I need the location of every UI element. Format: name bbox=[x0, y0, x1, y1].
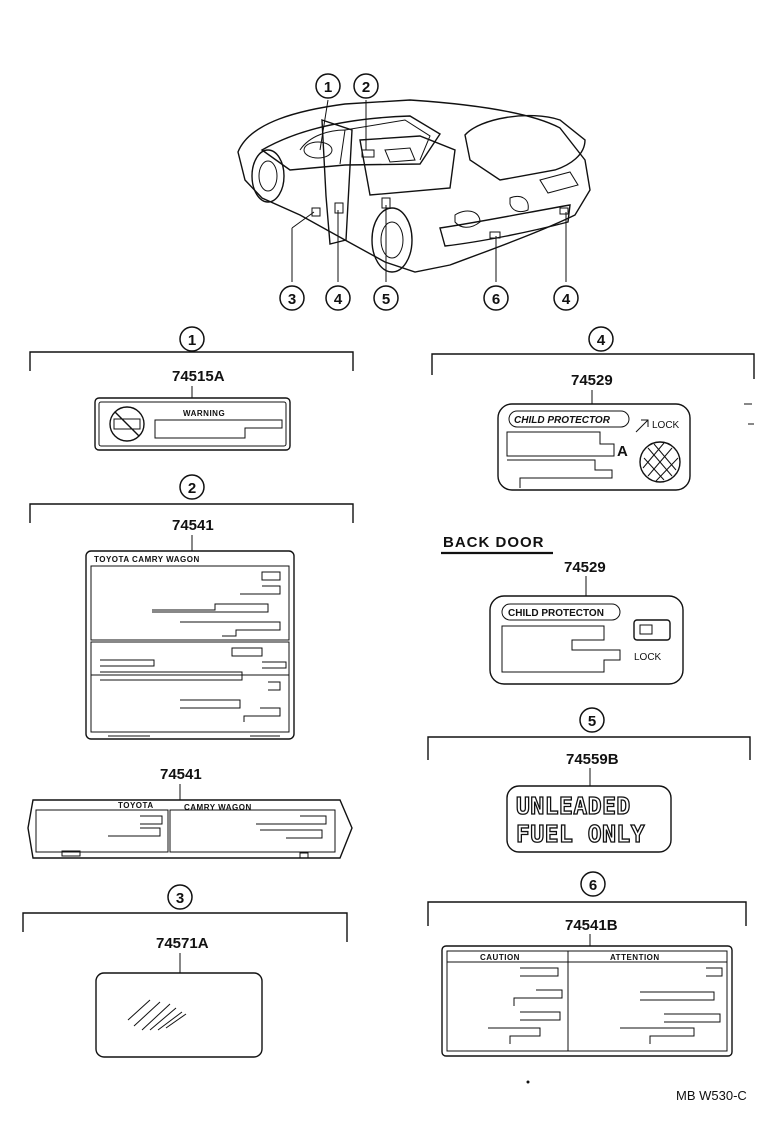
callout-2-label: 2 bbox=[362, 79, 370, 96]
a-mark: A bbox=[617, 443, 628, 460]
part-number-74529-a: 74529 bbox=[571, 372, 613, 389]
toyota-text: TOYOTA bbox=[118, 801, 154, 810]
section-4: 4 74529 CHILD PROTECTOR LOCK A BACK DOOR… bbox=[431, 326, 755, 685]
attention-text: ATTENTION bbox=[610, 953, 660, 962]
callout-circle-1 bbox=[315, 73, 341, 99]
lock-text-b: LOCK bbox=[634, 652, 662, 663]
section-2-callout bbox=[179, 474, 205, 500]
callout-4a-label: 4 bbox=[334, 291, 343, 308]
section-5-callout bbox=[579, 707, 605, 733]
section-6: 6 74541B CAUTION ATTENTION bbox=[427, 871, 747, 1057]
part-number-74515A: 74515A bbox=[172, 368, 225, 385]
callout-6-label: 6 bbox=[492, 291, 500, 308]
section-5: 5 74559B UNLEADED FUEL ONLY bbox=[427, 707, 751, 853]
child-protecton-label: CHILD PROTECTON LOCK bbox=[489, 595, 684, 685]
caution-text: CAUTION bbox=[480, 953, 520, 962]
callout-circle-4b bbox=[553, 285, 579, 311]
section-6-callout-label: 6 bbox=[589, 877, 597, 894]
warning-label: WARNING bbox=[94, 397, 291, 451]
caution-attention-label: CAUTION ATTENTION bbox=[441, 945, 733, 1057]
part-number-74571A: 74571A bbox=[156, 935, 209, 952]
back-door-heading: BACK DOOR bbox=[443, 534, 545, 551]
section-3-callout bbox=[167, 884, 193, 910]
callout-circle-3 bbox=[279, 285, 305, 311]
section-1-callout-label: 1 bbox=[188, 332, 196, 349]
vehicle-info-label-large: TOYOTA CAMRY WAGON bbox=[85, 550, 295, 740]
lock-text-a: LOCK bbox=[652, 420, 680, 431]
section-1: 1 74515A WARNING bbox=[29, 326, 354, 451]
part-number-74541B: 74541B bbox=[565, 917, 618, 934]
callout-circle-5 bbox=[373, 285, 399, 311]
unleaded-fuel-label: UNLEADED FUEL ONLY bbox=[506, 785, 672, 853]
part-number-74529-b: 74529 bbox=[564, 559, 606, 576]
section-5-callout-label: 5 bbox=[588, 713, 596, 730]
callout-circle-2 bbox=[353, 73, 379, 99]
callout-5-label: 5 bbox=[382, 291, 390, 308]
stray-dot bbox=[526, 1080, 530, 1084]
part-number-74559B: 74559B bbox=[566, 751, 619, 768]
section-2: 2 74541 TOYOTA CAMRY WAGON 74541 bbox=[27, 474, 354, 859]
vehicle-info-label-wide: TOYOTA CAMRY WAGON bbox=[27, 799, 353, 859]
section-3: 3 74571A bbox=[22, 884, 348, 1058]
window-film-label bbox=[95, 972, 263, 1058]
section-4-callout bbox=[588, 326, 614, 352]
callout-circle-4a bbox=[325, 285, 351, 311]
camry-wagon-text: CAMRY WAGON bbox=[184, 803, 252, 812]
toyota-camry-wagon-text: TOYOTA CAMRY WAGON bbox=[94, 555, 200, 564]
child-protector-label: CHILD PROTECTOR LOCK A bbox=[497, 403, 691, 491]
warning-text: WARNING bbox=[183, 409, 225, 418]
section-3-callout-label: 3 bbox=[176, 890, 184, 907]
callout-3-label: 3 bbox=[288, 291, 296, 308]
section-6-callout bbox=[580, 871, 606, 897]
callout-4b-label: 4 bbox=[562, 291, 571, 308]
fuel-only-text: FUEL ONLY bbox=[516, 822, 645, 848]
part-number-74541-b: 74541 bbox=[160, 766, 202, 783]
child-protecton-text: CHILD PROTECTON bbox=[508, 608, 604, 619]
unleaded-text: UNLEADED bbox=[516, 794, 631, 820]
callout-circle-6 bbox=[483, 285, 509, 311]
callout-1-label: 1 bbox=[324, 79, 332, 96]
section-4-callout-label: 4 bbox=[597, 332, 606, 349]
section-2-callout-label: 2 bbox=[188, 480, 196, 497]
car-illustration: 1 2 3 4 5 6 4 bbox=[237, 73, 591, 311]
diagram-code: MB W530-C bbox=[676, 1088, 747, 1103]
child-protector-text: CHILD PROTECTOR bbox=[514, 415, 611, 426]
part-number-74541-a: 74541 bbox=[172, 517, 214, 534]
section-1-callout bbox=[179, 326, 205, 352]
